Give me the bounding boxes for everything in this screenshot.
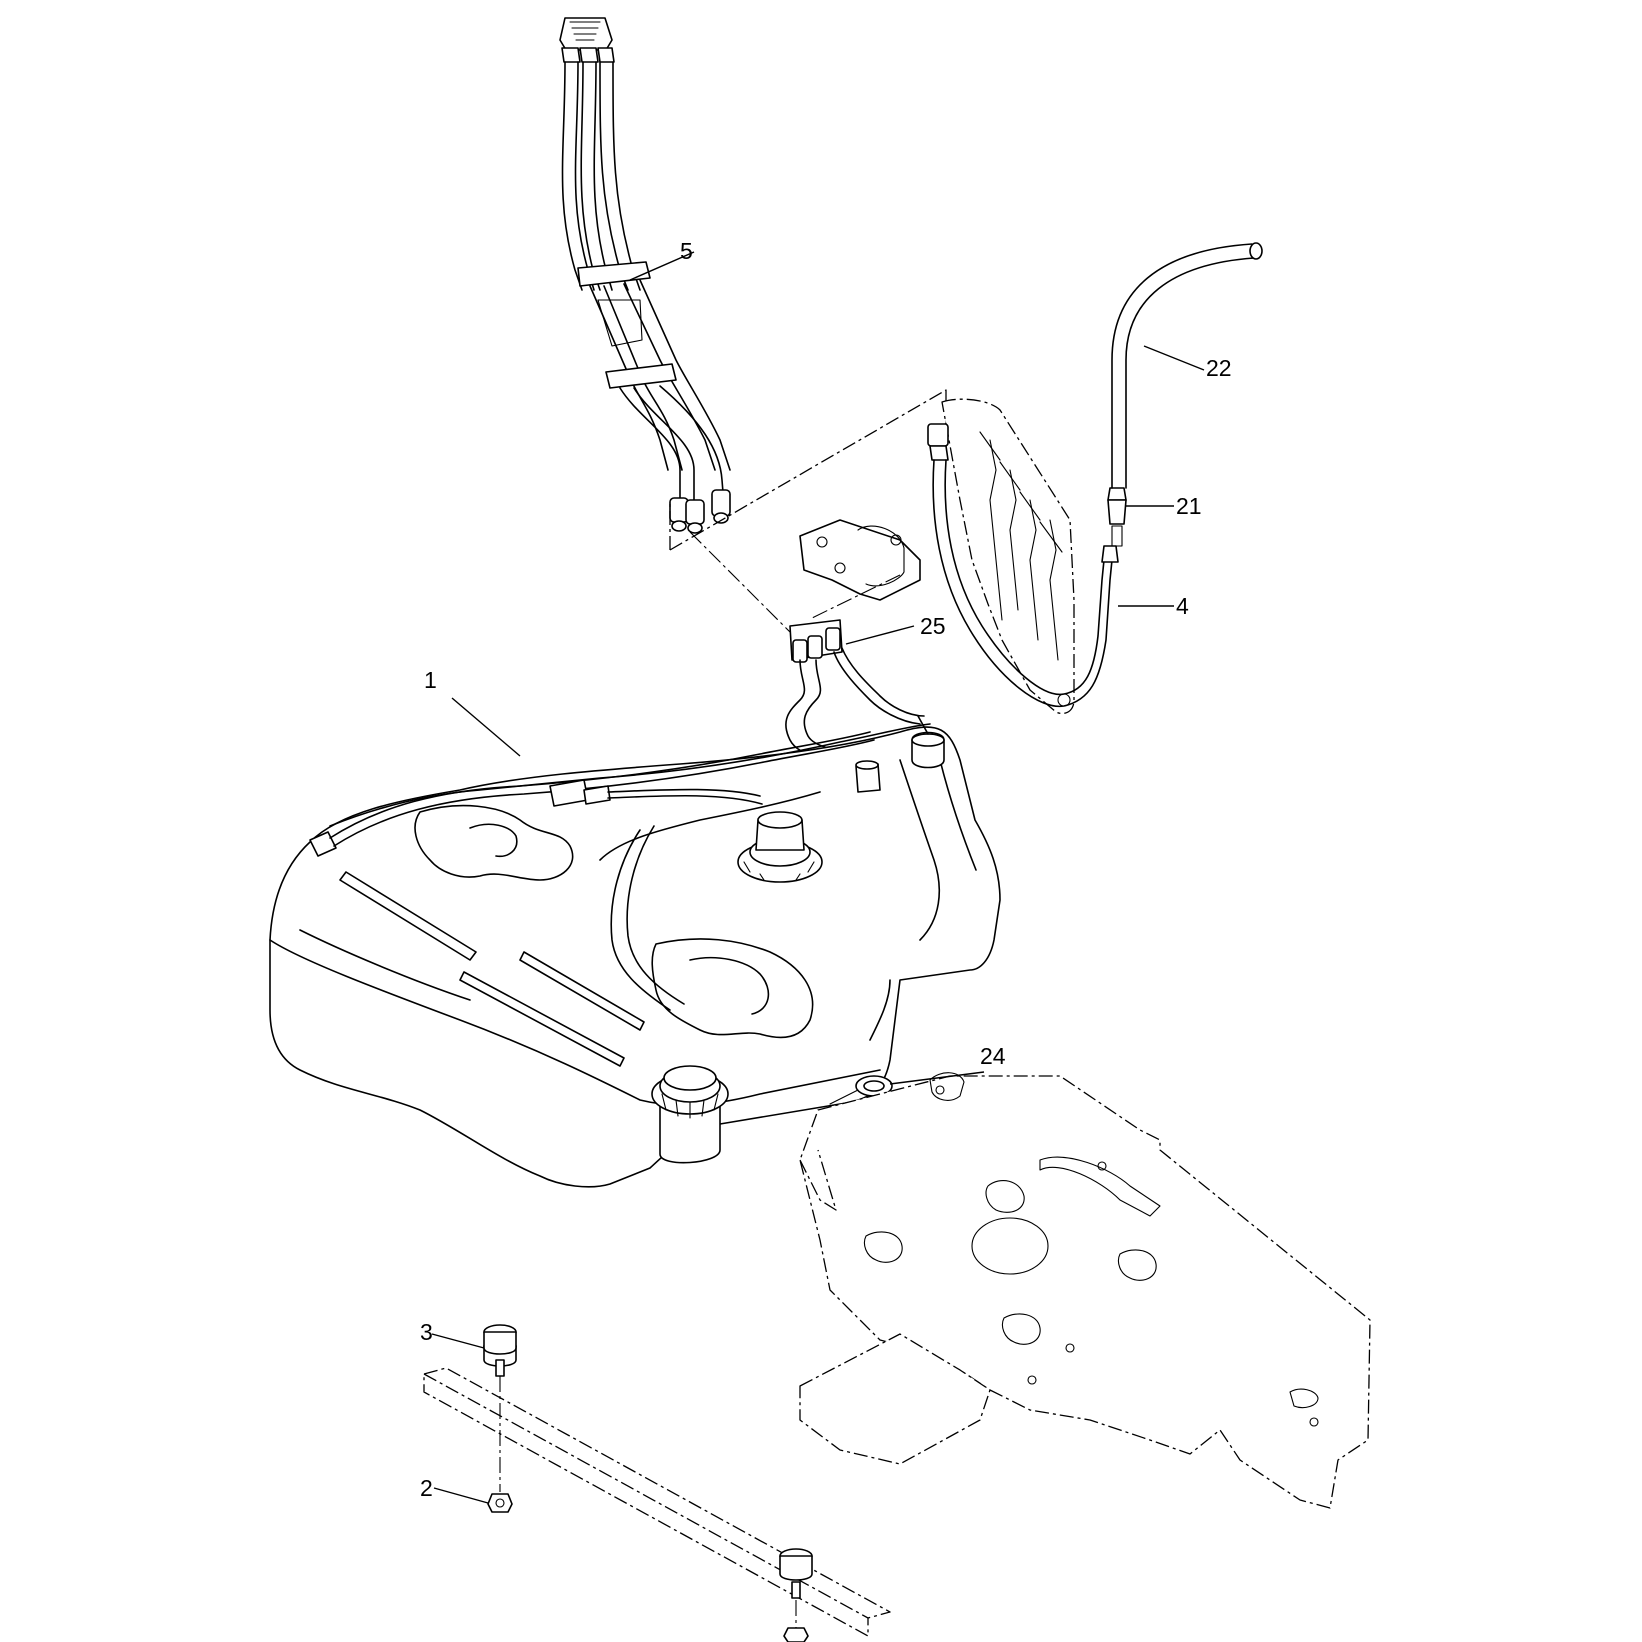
fuel-tube-assembly: [559, 17, 731, 534]
nut-2-left: [487, 1493, 513, 1513]
mounting-rail: [423, 1367, 891, 1637]
grommet-24: [829, 1075, 893, 1105]
fuel-tank: [269, 715, 1001, 1188]
tube-connector: [785, 619, 925, 761]
callouts: 5 22 21 4 25 1 24 3 2: [420, 238, 1232, 1501]
bumper-right: [779, 1548, 813, 1599]
hose-22: [1111, 242, 1263, 489]
leader-lines: [431, 251, 1205, 1504]
mounting-plate: [799, 1072, 1371, 1509]
hose-4: [927, 423, 1119, 708]
callout-3: 3: [420, 1319, 433, 1345]
fitting-21: [1107, 487, 1127, 547]
bumper-3-left: [483, 1324, 517, 1377]
callout-1: 1: [424, 667, 437, 693]
panel-bracket: [941, 398, 1075, 715]
callout-22: 22: [1206, 355, 1232, 381]
callout-21: 21: [1176, 493, 1202, 519]
callout-24: 24: [980, 1043, 1006, 1069]
callout-4: 4: [1176, 593, 1189, 619]
phantom-outline-tubes: [669, 389, 947, 551]
callout-2: 2: [420, 1475, 433, 1501]
callout-25: 25: [920, 613, 946, 639]
centerline-tube-connector: [689, 531, 801, 643]
nut-right: [783, 1627, 809, 1642]
callout-5: 5: [680, 238, 693, 264]
mount-bracket: [799, 519, 921, 601]
centerline-bracket: [811, 574, 901, 619]
